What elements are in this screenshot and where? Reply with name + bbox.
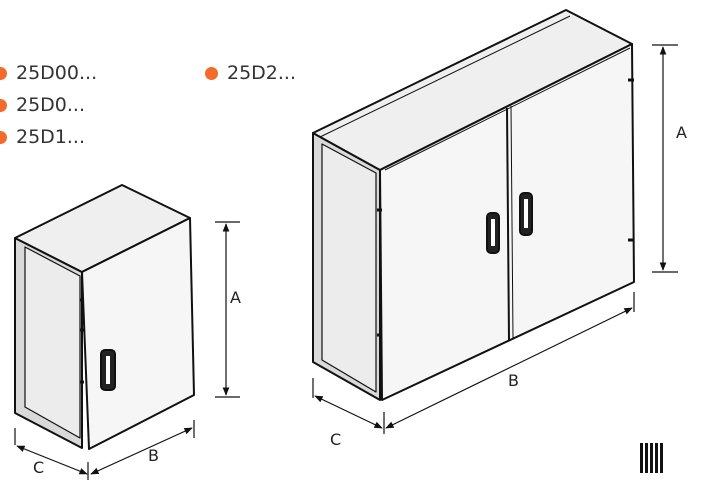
barcode-icon xyxy=(640,443,663,473)
legend-item-25d00: 25D00... xyxy=(0,62,97,84)
large-dimension-a xyxy=(652,44,678,273)
large-dimension-c xyxy=(312,378,385,434)
small-dimension-c-label: C xyxy=(33,458,45,477)
large-dimension-a-label: A xyxy=(676,123,687,142)
large-enclosure xyxy=(312,9,635,401)
legend-label: 25D1... xyxy=(16,126,86,148)
legend-label: 25D2... xyxy=(227,62,297,84)
large-dimension-b-label: B xyxy=(508,371,519,390)
legend-label: 25D00... xyxy=(16,62,98,84)
small-dimension-c xyxy=(14,428,89,480)
small-dimension-a-label: A xyxy=(230,288,241,307)
legend-item-25d2: 25D2... xyxy=(205,62,296,84)
small-dimension-a xyxy=(215,221,240,398)
small-enclosure xyxy=(14,184,195,450)
legend-label: 25D0... xyxy=(16,94,86,116)
large-dimension-c-label: C xyxy=(330,430,342,449)
legend-item-25d0: 25D0... xyxy=(0,94,85,116)
orange-bullet-icon xyxy=(0,130,7,144)
orange-bullet-icon xyxy=(205,66,218,80)
large-dimension-b xyxy=(385,292,635,429)
orange-bullet-icon xyxy=(0,66,7,80)
small-dimension-b-label: B xyxy=(148,446,159,465)
small-dimension-b xyxy=(90,420,195,475)
legend-item-25d1: 25D1... xyxy=(0,126,85,148)
orange-bullet-icon xyxy=(0,98,7,112)
